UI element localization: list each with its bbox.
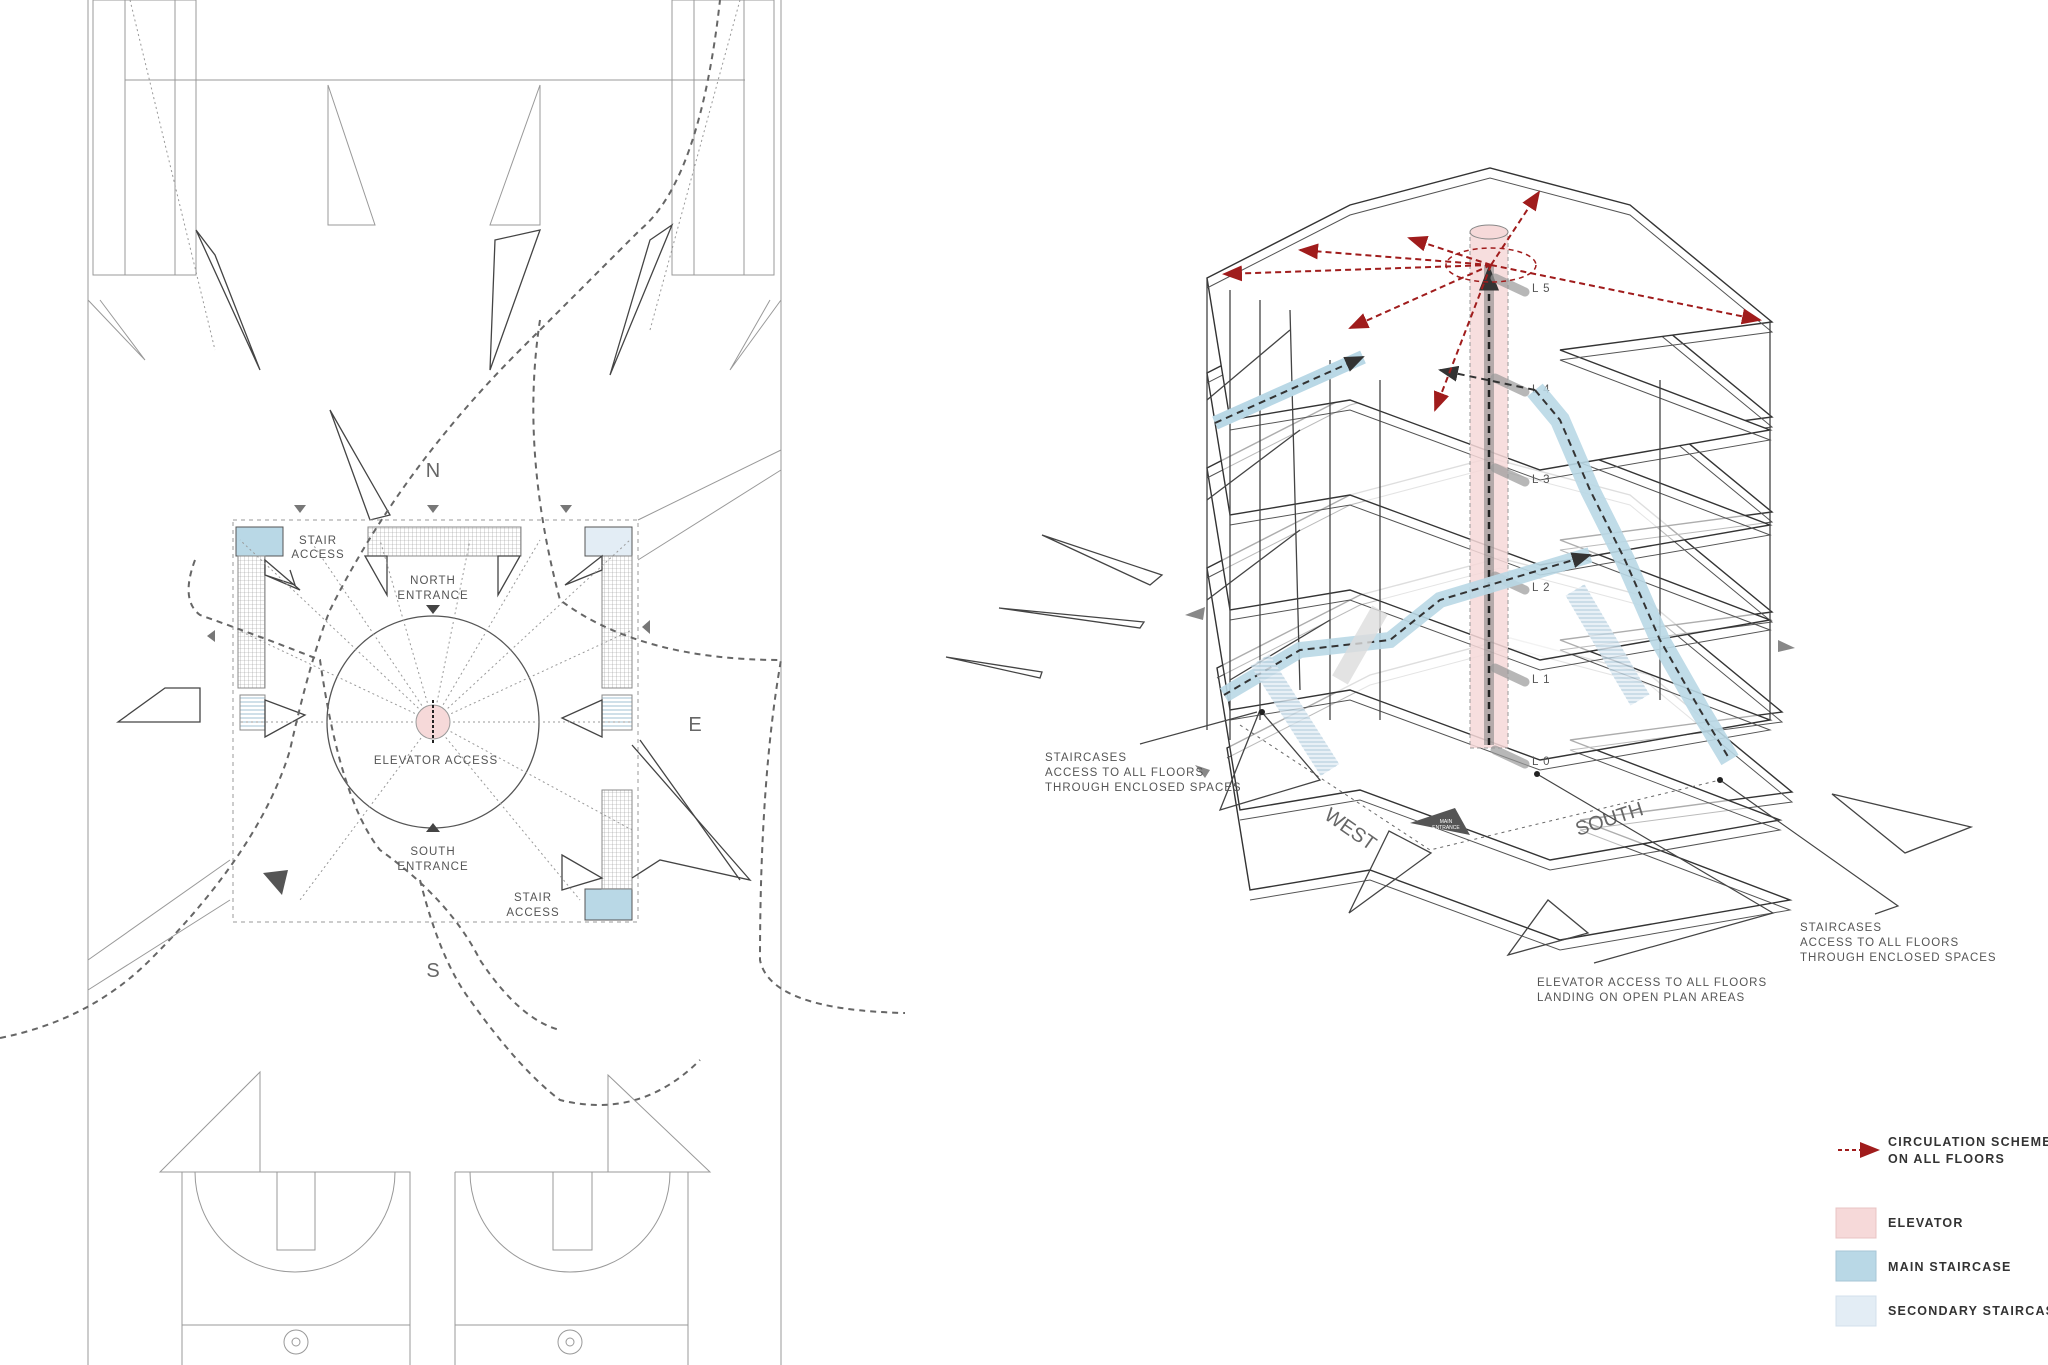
note-line: ACCESS TO ALL FLOORS <box>1045 767 1204 779</box>
level-label-l3: L 3 <box>1532 474 1551 486</box>
main-entrance-marker <box>1410 808 1470 835</box>
note-line: STAIRCASES <box>1045 752 1127 764</box>
north-structures <box>87 0 782 376</box>
note-line: LANDING ON OPEN PLAN AREAS <box>1537 992 1745 1004</box>
site-plan: N E S STAIR ACCESS NORTH ENTRANCE ELEVAT… <box>0 0 906 1365</box>
note-line: STAIRCASES <box>1800 922 1882 934</box>
building-outline <box>232 519 639 923</box>
main-entrance-line2: ENTRANCE <box>1432 825 1460 831</box>
main-stair-nw <box>235 526 284 557</box>
legend-main-staircase-swatch <box>1835 1250 1877 1282</box>
south-structures <box>87 859 712 1365</box>
north-entrance-line2: ENTRANCE <box>397 590 468 602</box>
leader-dots <box>1259 709 1723 783</box>
legend-secondary-staircase-swatch <box>1835 1295 1877 1327</box>
south-entrance-line2: ENTRANCE <box>397 861 468 873</box>
ramp-north <box>367 526 522 557</box>
level-label-l2: L 2 <box>1532 582 1551 594</box>
entry-markers-axo <box>1185 607 1795 778</box>
stair-access-top-line1: STAIR <box>299 535 337 547</box>
compass-south: S <box>426 960 439 982</box>
entry-markers <box>207 505 650 895</box>
guide-lines-east <box>637 449 782 561</box>
pedestrian-paths <box>0 0 906 1106</box>
elevator-shaft-top <box>1469 224 1509 240</box>
note-line: ELEVATOR ACCESS TO ALL FLOORS <box>1537 977 1767 989</box>
legend: CIRCULATION SCHEME ON ALL FLOORS ELEVATO… <box>1835 1135 2048 1327</box>
note-staircases-right: STAIRCASES ACCESS TO ALL FLOORS THROUGH … <box>1800 922 1997 964</box>
circulation-arrows <box>1222 190 1762 412</box>
floor-plate-edge <box>1206 177 1774 481</box>
main-entrance-line1: MAIN <box>1440 819 1453 825</box>
radial-guides <box>237 539 633 901</box>
leader-lines <box>1139 711 1900 964</box>
structural-frames <box>1206 278 1771 740</box>
ramp-southeast <box>601 789 633 890</box>
main-stair-se <box>584 888 633 921</box>
note-staircases-left: STAIRCASES ACCESS TO ALL FLOORS THROUGH … <box>1045 752 1242 794</box>
stair-access-bottom-line2: ACCESS <box>506 907 559 919</box>
level-label-l5: L 5 <box>1532 283 1551 295</box>
level-label-l1: L 1 <box>1532 674 1551 686</box>
legend-elevator-swatch <box>1835 1207 1877 1239</box>
stair-east <box>601 694 633 731</box>
ramp-east <box>601 555 633 689</box>
wedge-north <box>329 409 391 521</box>
stair-west <box>239 694 266 731</box>
south-entrance-line1: SOUTH <box>410 846 455 858</box>
note-line: THROUGH ENCLOSED SPACES <box>1800 952 1997 964</box>
secondary-staircases <box>1250 584 1650 776</box>
note-line: THROUGH ENCLOSED SPACES <box>1045 782 1242 794</box>
level-label-l0: L 0 <box>1532 756 1551 768</box>
floating-fragments <box>945 534 1974 957</box>
note-line: ACCESS TO ALL FLOORS <box>1800 937 1959 949</box>
ramp-west <box>237 555 266 689</box>
legend-circulation-line1: CIRCULATION SCHEME <box>1888 1135 2048 1149</box>
compass-north: N <box>426 460 440 482</box>
compass-east: E <box>688 714 701 736</box>
legend-main-staircase-label: MAIN STAIRCASE <box>1888 1260 2012 1274</box>
stair-access-top-line2: ACCESS <box>291 549 344 561</box>
north-entrance-line1: NORTH <box>410 575 456 587</box>
legend-elevator-label: ELEVATOR <box>1888 1216 1964 1230</box>
stair-access-bottom-line1: STAIR <box>514 892 552 904</box>
elevator-access-label: ELEVATOR ACCESS <box>374 755 498 767</box>
note-elevator: ELEVATOR ACCESS TO ALL FLOORS LANDING ON… <box>1537 977 1767 1004</box>
legend-circulation-line2: ON ALL FLOORS <box>1888 1152 2005 1166</box>
plan-wedges <box>115 554 752 891</box>
axonometric-view: L 5 L 4 L 3 L 2 L 1 L 0 <box>945 167 1997 1004</box>
secondary-stair-ne <box>584 526 633 557</box>
legend-secondary-staircase-label: SECONDARY STAIRCASE <box>1888 1304 2048 1318</box>
